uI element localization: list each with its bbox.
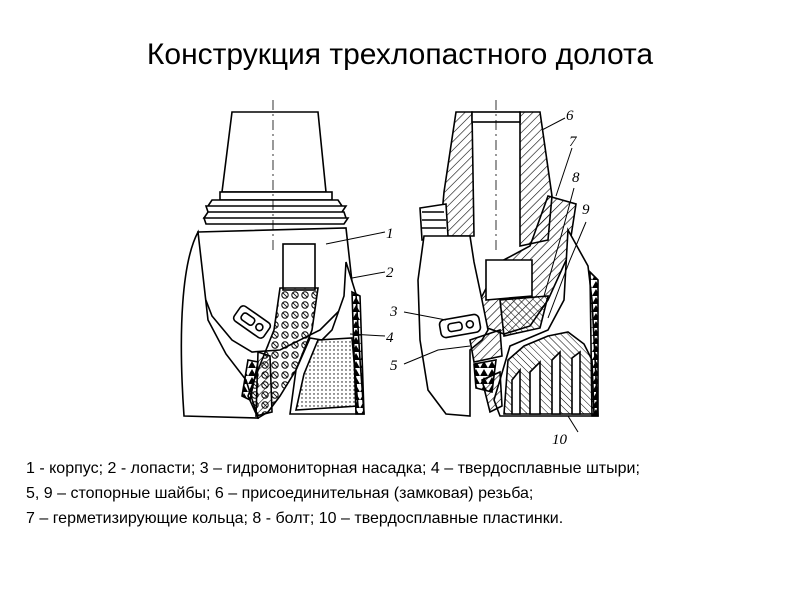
- callout-10: 10: [552, 432, 568, 448]
- callout-6: 6: [566, 108, 574, 124]
- callout-9: 9: [582, 202, 590, 218]
- right-view: [417, 100, 599, 417]
- callout-5: 5: [390, 358, 398, 374]
- callout-4: 4: [386, 330, 394, 346]
- legend-line: 5, 9 – стопорные шайбы; 6 – присоедините…: [26, 485, 534, 502]
- page-title: Конструкция трехлопастного долота: [146, 38, 654, 71]
- callout-3: 3: [389, 304, 398, 320]
- left-pin: [221, 111, 327, 193]
- legend: 1 - корпус; 2 - лопасти; 3 – гидромонито…: [26, 456, 796, 531]
- left-thread: [202, 199, 350, 225]
- callout-2: 2: [386, 265, 394, 281]
- callout-7: 7: [569, 134, 578, 150]
- legend-line: 7 – герметизирующие кольца; 8 - болт; 10…: [26, 510, 564, 527]
- legend-line: 1 - корпус; 2 - лопасти; 3 – гидромонито…: [26, 460, 640, 477]
- left-nozzle: [232, 305, 272, 339]
- left-view: [180, 100, 365, 420]
- right-nozzle: [438, 313, 482, 339]
- drill-bit-drawing: 1 2 3 4 5 6 7 8 9 10: [180, 100, 599, 448]
- callout-labels: 1 2 3 4 5 6 7 8 9 10: [386, 108, 590, 448]
- leader-lines: [325, 117, 587, 433]
- callout-1: 1: [386, 226, 394, 242]
- callout-8: 8: [572, 170, 580, 186]
